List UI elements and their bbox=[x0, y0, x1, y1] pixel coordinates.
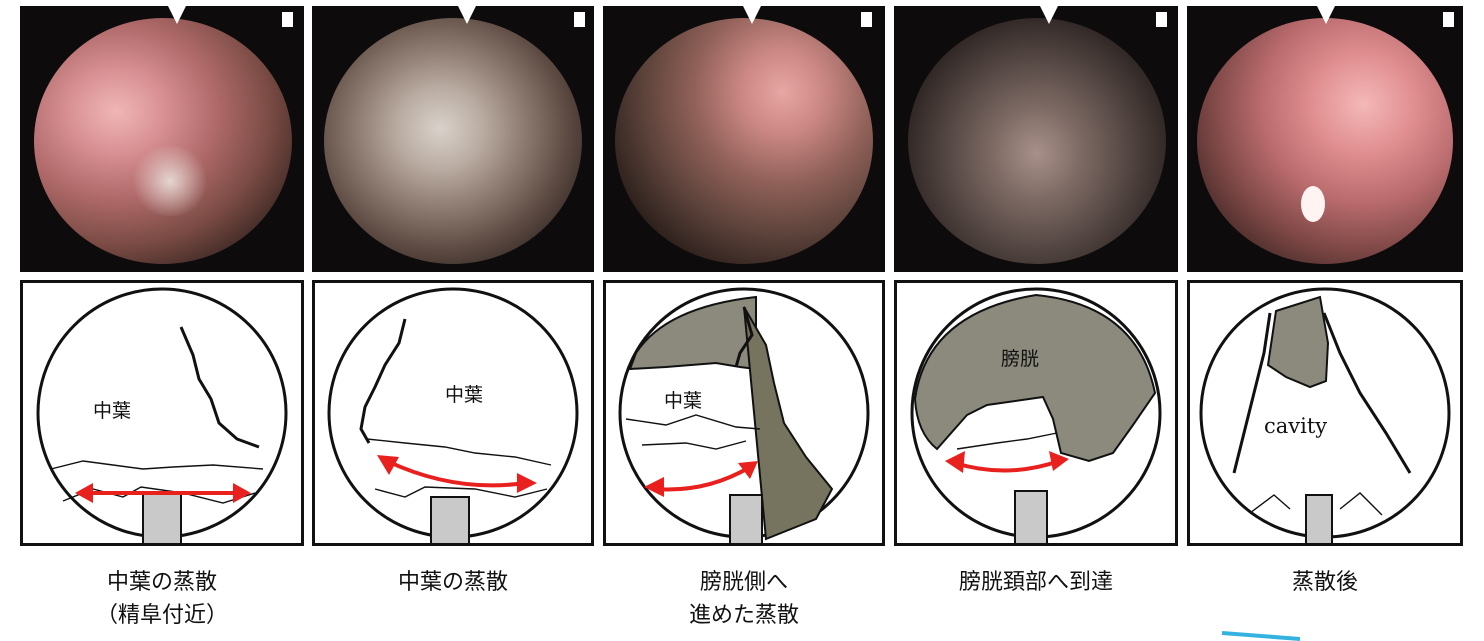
caption-line: 蒸散後 bbox=[1187, 566, 1463, 599]
figure-panel-4: 膀胱 膀胱頚部へ到達 bbox=[894, 0, 1178, 641]
endoscopic-photo-5 bbox=[1187, 6, 1463, 272]
caption-line: 進めた蒸散 bbox=[603, 599, 885, 632]
instrument-icon bbox=[1306, 495, 1332, 543]
endoscope-view-1 bbox=[34, 18, 292, 264]
caption-1: 中葉の蒸散 （精阜付近） bbox=[20, 566, 304, 632]
scope-notch-icon bbox=[168, 6, 186, 24]
instrument-icon bbox=[730, 495, 762, 543]
caption-line: 膀胱頚部へ到達 bbox=[894, 566, 1178, 599]
endoscope-view-5 bbox=[1197, 18, 1453, 264]
figure-panel-2: 中葉 中葉の蒸散 bbox=[312, 0, 594, 641]
caption-line: 中葉の蒸散 bbox=[20, 566, 304, 599]
scope-notch-icon bbox=[458, 6, 476, 24]
marker-icon bbox=[574, 12, 585, 27]
sketch-label: 膀胱 bbox=[1001, 348, 1039, 370]
schematic-sketch-4: 膀胱 bbox=[894, 280, 1178, 546]
endoscopic-photo-4 bbox=[894, 6, 1178, 272]
endoscope-view-3 bbox=[615, 18, 873, 264]
tissue-highlight-1 bbox=[130, 146, 210, 216]
instrument-icon bbox=[1015, 491, 1047, 543]
schematic-sketch-1: 中葉 bbox=[20, 280, 304, 546]
endoscopic-photo-2 bbox=[312, 6, 594, 272]
instrument-icon bbox=[143, 493, 181, 543]
caption-5: 蒸散後 bbox=[1187, 566, 1463, 599]
scope-notch-icon bbox=[1040, 6, 1058, 24]
endoscope-view-4 bbox=[908, 18, 1166, 264]
schematic-sketch-2: 中葉 bbox=[312, 280, 594, 546]
caption-3: 膀胱側へ 進めた蒸散 bbox=[603, 566, 885, 632]
sketch-label: 中葉 bbox=[445, 384, 483, 406]
sketch-label: 中葉 bbox=[664, 390, 702, 412]
sketch-svg-3: 中葉 bbox=[606, 283, 882, 543]
sketch-svg-2: 中葉 bbox=[315, 283, 591, 543]
caption-2: 中葉の蒸散 bbox=[312, 566, 594, 599]
figure-panel-1: 中葉 中葉の蒸散 （精阜付近） bbox=[20, 0, 304, 641]
scope-notch-icon bbox=[1317, 6, 1335, 24]
sketch-svg-4: 膀胱 bbox=[897, 283, 1175, 543]
instrument-icon bbox=[431, 497, 469, 543]
endoscopic-photo-3 bbox=[603, 6, 885, 272]
decorative-stroke bbox=[1222, 627, 1302, 641]
schematic-sketch-5: cavity bbox=[1187, 280, 1463, 546]
caption-line: 膀胱側へ bbox=[603, 566, 885, 599]
scope-notch-icon bbox=[743, 6, 761, 24]
caption-4: 膀胱頚部へ到達 bbox=[894, 566, 1178, 599]
marker-icon bbox=[861, 12, 872, 27]
lumen-highlight bbox=[1301, 186, 1325, 222]
sketch-svg-5: cavity bbox=[1190, 283, 1460, 543]
sketch-label: cavity bbox=[1264, 414, 1327, 438]
endoscope-view-2 bbox=[324, 18, 582, 264]
endoscopic-photo-1 bbox=[20, 6, 304, 272]
sketch-svg-1: 中葉 bbox=[23, 283, 301, 543]
caption-line: （精阜付近） bbox=[20, 599, 304, 632]
figure-panel-5: cavity 蒸散後 bbox=[1187, 0, 1463, 641]
marker-icon bbox=[1443, 12, 1454, 27]
marker-icon bbox=[282, 12, 293, 27]
marker-icon bbox=[1156, 12, 1167, 27]
sketch-label: 中葉 bbox=[93, 400, 131, 422]
figure-panel-3: 中葉 膀胱側へ 進めた蒸散 bbox=[603, 0, 885, 641]
schematic-sketch-3: 中葉 bbox=[603, 280, 885, 546]
caption-line: 中葉の蒸散 bbox=[312, 566, 594, 599]
